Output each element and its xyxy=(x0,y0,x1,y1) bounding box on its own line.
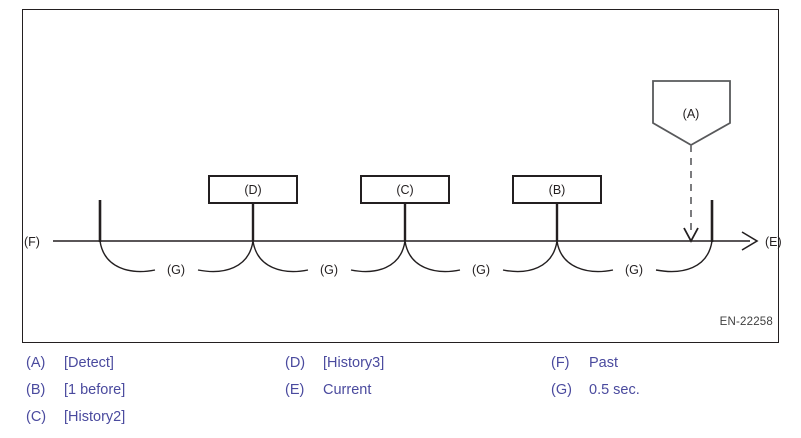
interval-arc-2-left xyxy=(252,240,309,273)
event-box-label-one-before: (B) xyxy=(549,183,566,197)
interval-label-4: (G) xyxy=(625,263,643,277)
legend-column-3: (F) Past (G) 0.5 sec. xyxy=(551,355,640,409)
interval-arc-1-left xyxy=(99,240,156,273)
event-box-label-history2: (C) xyxy=(396,183,413,197)
diagram-id-code: EN-22258 xyxy=(719,316,773,328)
legend-value: [1 before] xyxy=(64,382,126,398)
axis-start-label: (F) xyxy=(24,235,40,249)
interval-arc-4-left xyxy=(556,240,614,273)
time-axis-arrowhead xyxy=(741,231,759,251)
interval-arc-3-left xyxy=(404,240,461,273)
legend-key: (A) xyxy=(26,355,46,371)
event-box-label-history3: (D) xyxy=(244,183,261,197)
interval-arc-1-right xyxy=(197,240,254,273)
legend: (A) [Detect] (B) [1 before] (C) [History… xyxy=(0,355,801,438)
legend-key: (G) xyxy=(551,382,572,398)
callout-pentagon-detect xyxy=(652,80,731,147)
callout-label-detect: (A) xyxy=(683,107,700,121)
legend-key: (B) xyxy=(26,382,46,398)
legend-key: (C) xyxy=(26,409,47,425)
interval-label-1: (G) xyxy=(167,263,185,277)
legend-key: (E) xyxy=(285,382,305,398)
legend-value: [Detect] xyxy=(64,355,114,371)
callout-arrowhead xyxy=(683,227,699,243)
interval-arc-2-right xyxy=(350,240,406,273)
interval-label-3: (G) xyxy=(472,263,490,277)
timeline-diagram: (F) (E) (D) (C) (B) (G) (G) (G) (G) (A) xyxy=(24,80,782,277)
legend-value: 0.5 sec. xyxy=(589,382,640,398)
legend-value: [History2] xyxy=(64,409,126,425)
legend-value: Past xyxy=(589,355,619,371)
legend-item: (B) [1 before] xyxy=(26,382,125,409)
legend-column-1: (A) [Detect] (B) [1 before] (C) [History… xyxy=(26,355,125,436)
interval-arc-4-right xyxy=(655,240,713,273)
legend-key: (F) xyxy=(551,355,570,371)
legend-key: (D) xyxy=(285,355,306,371)
legend-item: (A) [Detect] xyxy=(26,355,125,382)
event-box-history2 xyxy=(360,175,450,204)
legend-item: (E) Current xyxy=(285,382,384,409)
legend-item: (C) [History2] xyxy=(26,409,125,436)
legend-item: (D) [History3] xyxy=(285,355,384,382)
legend-value: Current xyxy=(323,382,372,398)
legend-column-2: (D) [History3] (E) Current xyxy=(285,355,384,409)
interval-label-2: (G) xyxy=(320,263,338,277)
axis-end-label: (E) xyxy=(765,235,782,249)
legend-value: [History3] xyxy=(323,355,385,371)
legend-item: (F) Past xyxy=(551,355,640,382)
interval-arc-3-right xyxy=(502,240,558,273)
legend-item: (G) 0.5 sec. xyxy=(551,382,640,409)
